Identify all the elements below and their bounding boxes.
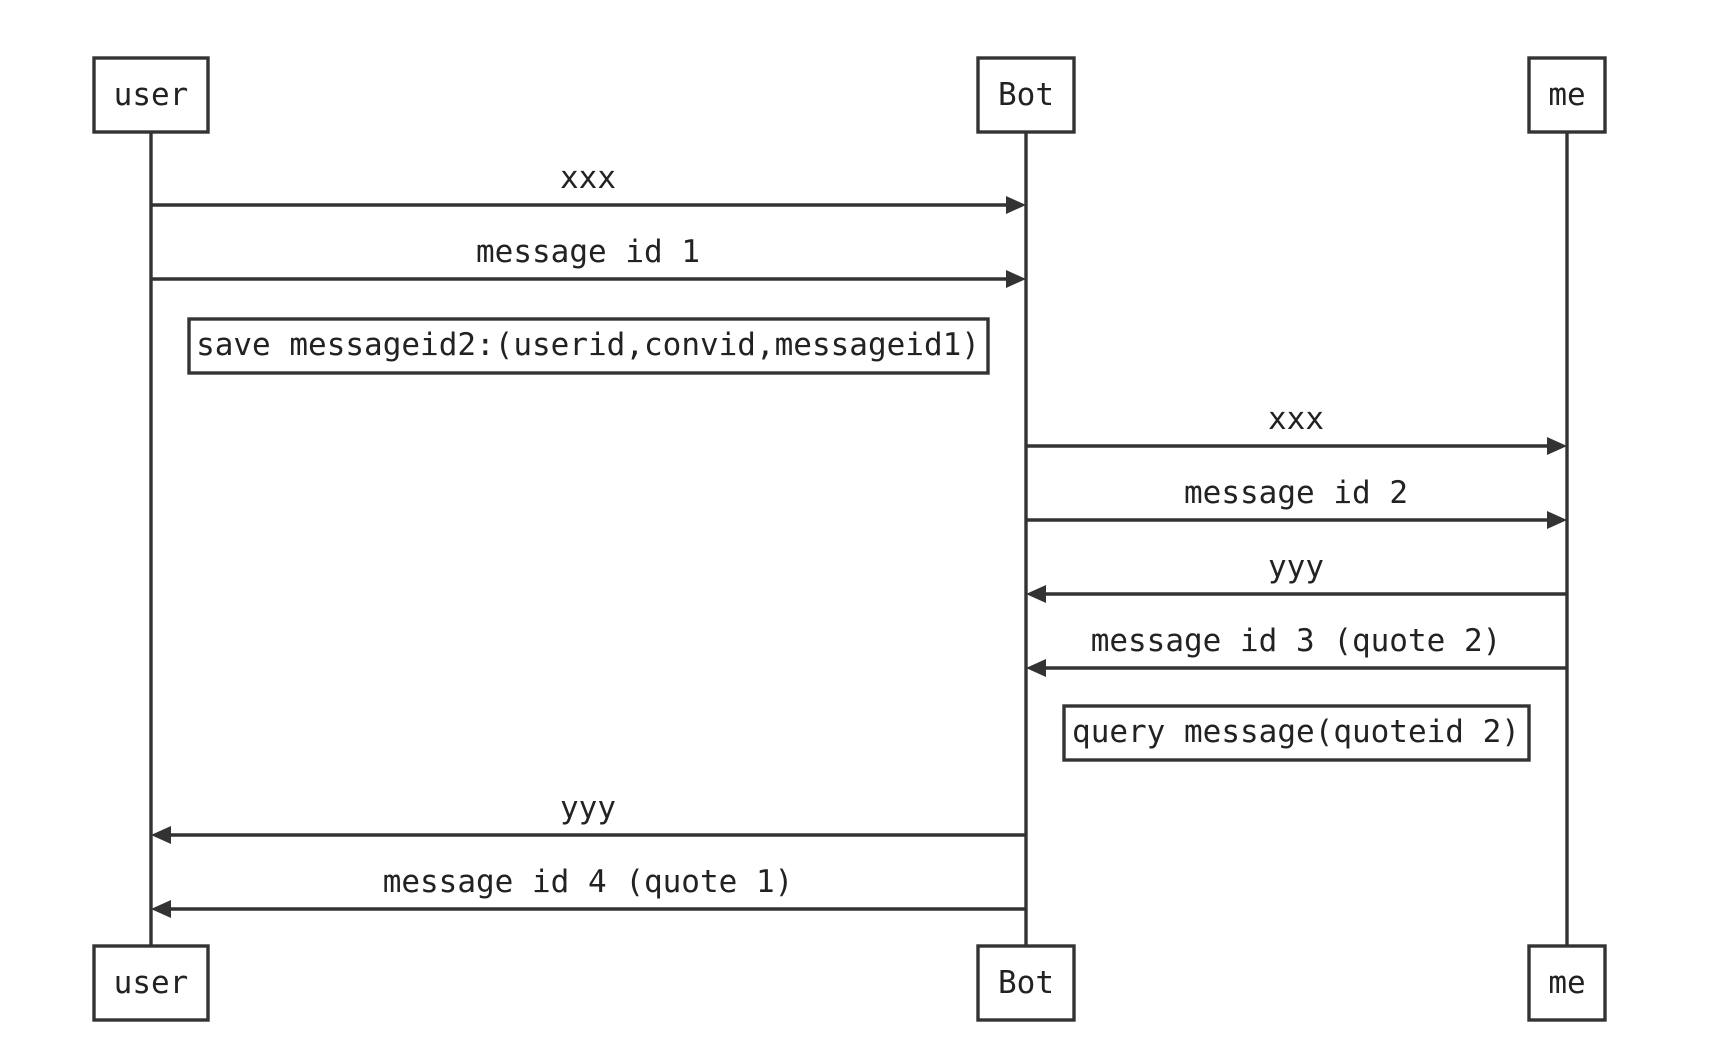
- message-label: message id 2: [1184, 475, 1408, 511]
- participant-user-top: user: [92, 56, 210, 134]
- message-arrow: message id 3 (quote 2): [1026, 623, 1567, 677]
- message-label: message id 1: [476, 234, 700, 270]
- note-box: query message(quoteid 2): [1062, 704, 1531, 762]
- participant-bot-bottom: Bot: [976, 944, 1076, 1022]
- participant-user-bottom: user: [92, 944, 210, 1022]
- participant-label: user: [114, 77, 189, 113]
- message-arrow: xxx: [1026, 401, 1567, 455]
- message-arrow: message id 4 (quote 1): [151, 864, 1026, 918]
- note-label: save messageid2:(userid,convid,messageid…: [196, 327, 980, 363]
- message-label: xxx: [560, 160, 616, 196]
- participant-label: user: [114, 965, 189, 1001]
- message-arrow: xxx: [151, 160, 1026, 214]
- participant-label: me: [1548, 965, 1585, 1001]
- participant-label: Bot: [998, 965, 1054, 1001]
- message-arrow: message id 2: [1026, 475, 1567, 529]
- note-box: save messageid2:(userid,convid,messageid…: [187, 317, 990, 375]
- participant-me-top: me: [1527, 56, 1607, 134]
- message-label: yyy: [560, 790, 616, 826]
- message-arrow: yyy: [1026, 549, 1567, 603]
- participant-label: Bot: [998, 77, 1054, 113]
- participant-label: me: [1548, 77, 1585, 113]
- note-label: query message(quoteid 2): [1072, 714, 1520, 750]
- message-arrow: message id 1: [151, 234, 1026, 288]
- message-label: message id 3 (quote 2): [1091, 623, 1502, 659]
- message-arrow: yyy: [151, 790, 1026, 844]
- message-label: xxx: [1268, 401, 1324, 437]
- message-label: yyy: [1268, 549, 1324, 585]
- message-label: message id 4 (quote 1): [383, 864, 794, 900]
- participant-bot-top: Bot: [976, 56, 1076, 134]
- participant-me-bottom: me: [1527, 944, 1607, 1022]
